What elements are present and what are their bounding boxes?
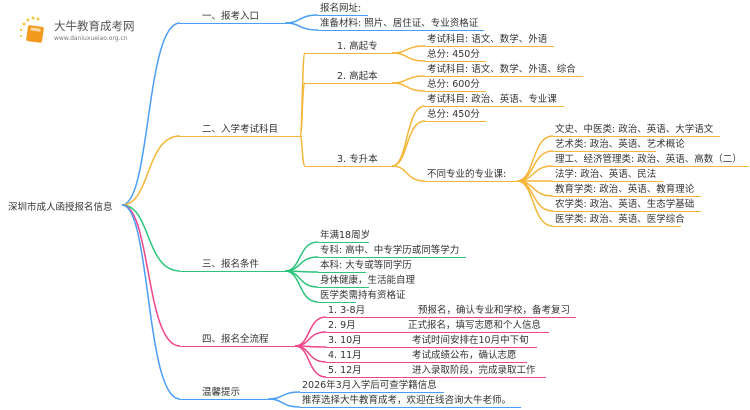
connector-line [121,204,181,347]
major-item[interactable]: 艺术类: 政治、英语、艺术概论 [553,139,685,152]
major-item[interactable]: 文史、中医类: 政治、英语、大学语文 [553,124,720,137]
requirement-item[interactable]: 医学类需持有资格证 [318,290,406,303]
connector-line [299,82,306,137]
branch-registration-entry[interactable]: 一、报考入口 [180,11,285,24]
connector-line [121,22,181,206]
major-item[interactable]: 教育学类: 政治、英语、教育理论 [553,184,701,197]
step-time: 2. 9月 [328,320,356,331]
connector-line [284,256,319,272]
connector-line [516,180,554,227]
connector-line [391,45,426,54]
step-time: 4. 11月 [328,350,362,361]
connector-line [294,345,327,363]
step-desc: 正式报名，填写志愿和个人信息 [408,320,542,331]
process-step[interactable]: 2. 9月 正式报名，填写志愿和个人信息 [326,320,549,333]
connector-line [284,241,319,272]
branch-requirements[interactable]: 三、报名条件 [180,259,285,272]
root-node[interactable]: 深圳市成人函授报名信息 [8,202,113,213]
process-step[interactable]: 5. 12月 进入录取阶段，完成录取工作 [326,365,546,378]
gqb-subjects[interactable]: 考试科目: 语文、数学、外语、综合 [425,64,583,77]
connector-line [284,270,319,288]
tip-item[interactable]: 2026年3月入学后可查学籍信息 [300,380,444,393]
logo-brand: 大牛教育成考网 [54,19,135,33]
logo-url: www.daniuxueiao.org.cn [54,35,128,42]
step-desc: 考试时间安排在10月中下旬 [412,335,529,346]
step-desc: 预报名，确认专业和学校，备考复习 [418,305,571,316]
connector-line [391,52,426,62]
connector-line [391,165,426,182]
requirement-item[interactable]: 本科: 大专或等同学历 [318,260,412,273]
connector-line [391,82,426,92]
step-time: 5. 12月 [328,365,362,376]
gqz-score[interactable]: 总分: 450分 [425,49,486,62]
step-time: 3. 10月 [328,335,362,346]
step-time: 1. 3-8月 [328,305,366,316]
gqz-node[interactable]: 1. 高起专 [305,41,393,54]
logo: 大牛教育成考网 www.daniuxueiao.org.cn [18,16,138,46]
gqz-subjects[interactable]: 考试科目: 语文、数学、外语 [425,34,554,47]
book-logo-icon [19,16,44,43]
connector-line [267,398,301,408]
zsb-subjects[interactable]: 考试科目: 政治、英语、专业课 [425,94,564,107]
zsb-node[interactable]: 3. 专升本 [305,154,393,167]
major-item[interactable]: 理工、经济管理类: 政治、英语、高数（二） [553,154,749,167]
majors-title[interactable]: 不同专业的专业课: [425,169,518,182]
branch-process[interactable]: 四、报名全流程 [180,334,295,347]
gqb-node[interactable]: 2. 高起本 [305,71,393,84]
connector-line [284,22,319,31]
step-desc: 进入录取阶段，完成录取工作 [412,365,536,376]
connector-line [267,391,301,400]
process-step[interactable]: 4. 11月 考试成绩公布，确认志愿 [326,350,527,363]
requirement-item[interactable]: 年满18周岁 [318,230,371,243]
gqb-score[interactable]: 总分: 600分 [425,79,486,92]
materials-node[interactable]: 准备材料: 照片、居住证、专业资格证 [318,18,484,31]
branch-tips[interactable]: 温馨提示 [180,387,268,400]
connector-line [294,331,327,347]
connector-line [121,135,181,206]
connector-line [284,14,319,24]
connector-line [121,204,181,272]
connector-line [391,75,426,84]
zsb-score[interactable]: 总分: 450分 [425,109,486,122]
step-desc: 考试成绩公布，确认志愿 [412,350,517,361]
process-step[interactable]: 1. 3-8月 预报名，确认专业和学校，备考复习 [326,305,576,318]
connector-line [391,120,426,167]
connector-line [284,270,319,303]
connector-line [294,316,327,347]
major-item[interactable]: 农学类: 政治、英语、生态学基础 [553,199,701,212]
requirement-item[interactable]: 身体健康，生活能自理 [318,275,416,288]
process-step[interactable]: 3. 10月 考试时间安排在10月中下旬 [326,335,537,348]
connector-line [391,105,426,167]
major-item[interactable]: 医学类: 政治、英语、医学综合 [553,214,685,227]
requirement-item[interactable]: 专科: 高中、中专学历或同等学力 [318,245,466,258]
registration-url-node[interactable]: 报名网址: [318,3,368,16]
major-item[interactable]: 法学: 政治、英语、民法 [553,169,663,182]
connector-line [294,345,327,378]
tip-item[interactable]: 推荐选择大牛教育成考，欢迎在线咨询大牛老师。 [300,395,521,408]
connector-line [516,135,554,182]
connector-line [121,204,181,400]
branch-exam-subjects[interactable]: 二、入学考试科目 [180,124,302,137]
